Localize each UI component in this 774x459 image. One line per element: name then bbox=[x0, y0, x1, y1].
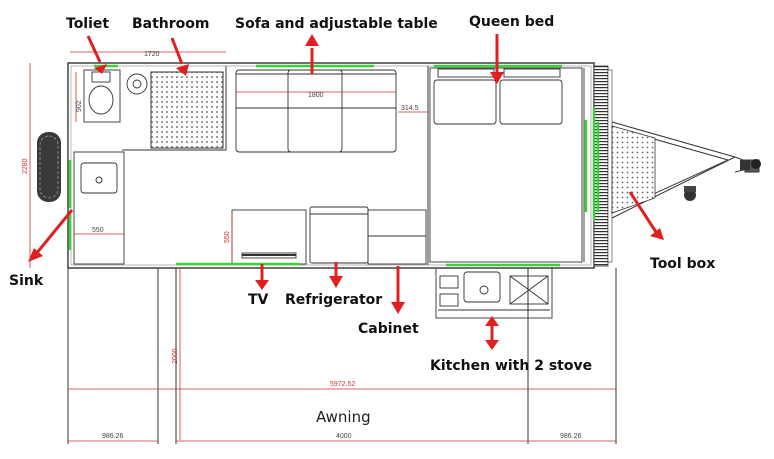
dim-right-offset: 986.26 bbox=[560, 433, 582, 440]
label-awning: Awning bbox=[316, 408, 371, 426]
dim-awning-length: 4000 bbox=[336, 433, 352, 440]
jockey-wheel bbox=[684, 186, 696, 201]
label-queen-bed: Queen bed bbox=[469, 14, 554, 30]
dim-tv-depth: 550 bbox=[224, 231, 231, 243]
dim-left-offset: 986.26 bbox=[102, 433, 124, 440]
wheel bbox=[37, 132, 61, 202]
label-arrows bbox=[28, 34, 664, 350]
label-refrigerator: Refrigerator bbox=[285, 292, 382, 308]
cabinet-unit bbox=[367, 209, 427, 265]
dimension-lines bbox=[29, 51, 616, 442]
refrigerator-unit bbox=[309, 206, 369, 264]
queen-bed bbox=[429, 67, 585, 263]
dim-overall-length: 5972.52 bbox=[330, 381, 355, 388]
outdoor-kitchen bbox=[435, 267, 553, 319]
label-toilet: Toliet bbox=[66, 16, 109, 32]
dim-toilet-depth: 902 bbox=[76, 100, 83, 112]
awning-frame bbox=[67, 268, 617, 444]
dim-gap: 314.5 bbox=[401, 105, 419, 112]
tv-cabinet bbox=[231, 209, 307, 265]
sink-unit bbox=[73, 151, 125, 265]
label-tv: TV bbox=[248, 292, 269, 308]
front-frame bbox=[593, 65, 609, 267]
windows bbox=[68, 64, 600, 267]
tool-box-plate bbox=[611, 125, 656, 214]
label-kitchen: Kitchen with 2 stove bbox=[430, 358, 592, 374]
label-bathroom: Bathroom bbox=[132, 16, 210, 32]
sofa bbox=[235, 69, 397, 153]
label-sofa: Sofa and adjustable table bbox=[235, 16, 438, 32]
dim-overall-width: 2280 bbox=[22, 158, 29, 174]
label-sink: Sink bbox=[9, 273, 44, 289]
toilet-room bbox=[83, 69, 121, 123]
coupling bbox=[740, 159, 761, 170]
label-tool-box: Tool box bbox=[650, 256, 715, 272]
dim-awning-depth: 2000 bbox=[172, 348, 179, 364]
trailer-body bbox=[67, 62, 595, 269]
dim-sofa-width: 1800 bbox=[308, 92, 324, 99]
dim-sink-width: 550 bbox=[92, 227, 104, 234]
shower-tray bbox=[150, 71, 224, 149]
front-frame-edge bbox=[607, 69, 613, 263]
label-cabinet: Cabinet bbox=[358, 321, 419, 337]
bath-basin bbox=[126, 73, 148, 95]
dim-bath-width: 1720 bbox=[144, 51, 160, 58]
